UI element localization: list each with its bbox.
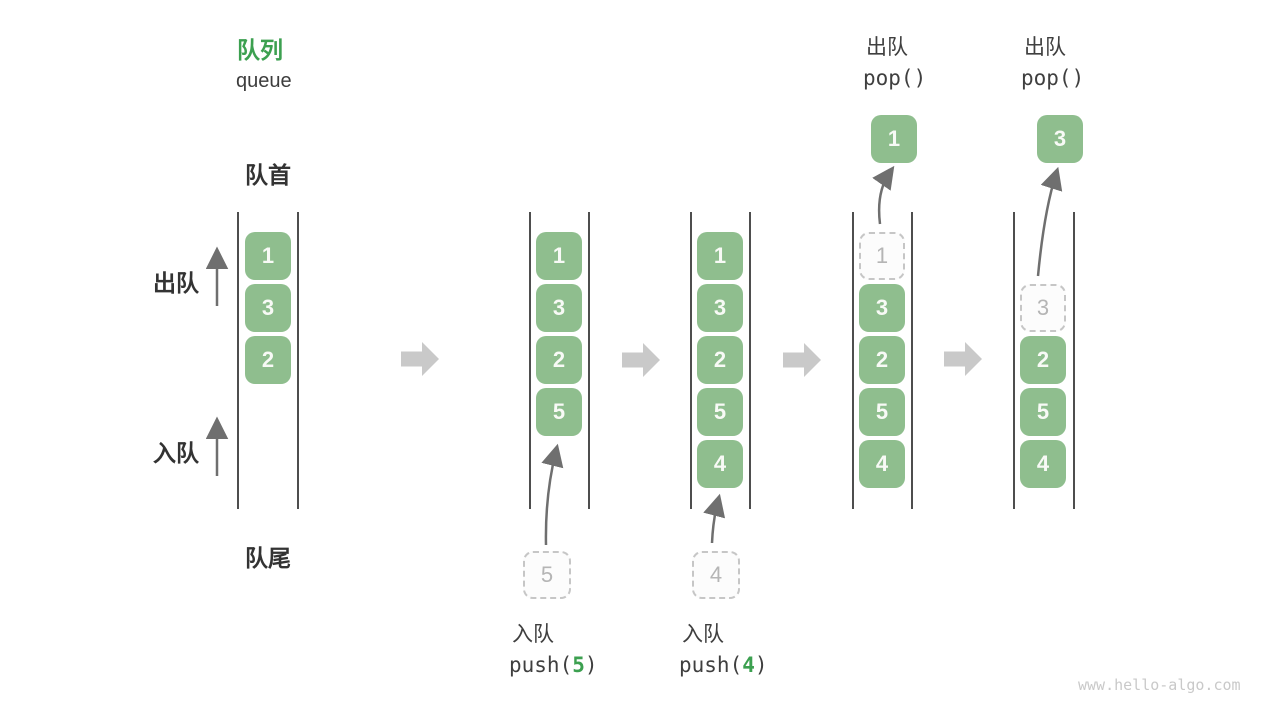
queue-item-ghost: 1	[859, 232, 905, 280]
queue-rail	[690, 212, 692, 509]
push-op-label: 入队	[682, 623, 724, 646]
push-arrow	[703, 493, 726, 544]
queue-rail	[237, 212, 239, 509]
queue-item: 3	[536, 284, 582, 332]
pop-op-code: pop()	[1021, 66, 1085, 90]
queue-item: 5	[536, 388, 582, 436]
queue-item: 1	[697, 232, 743, 280]
queue-item: 5	[859, 388, 905, 436]
pop-arrow	[1036, 166, 1063, 277]
queue-item: 2	[859, 336, 905, 384]
queue-item: 4	[859, 440, 905, 488]
push-arg: 4	[742, 653, 755, 677]
step-arrow-icon	[622, 343, 660, 377]
enqueue-item-ghost: 5	[523, 551, 571, 599]
queue-item: 3	[697, 284, 743, 332]
push-op-code: push(4)	[679, 653, 768, 677]
queue-front-label: 队首	[245, 162, 291, 188]
push-close: )	[754, 653, 768, 677]
pop-op-code: pop()	[863, 66, 927, 90]
queue-rail	[911, 212, 913, 509]
push-op-label: 入队	[512, 623, 554, 646]
queue-item: 4	[1020, 440, 1066, 488]
queue-item: 2	[1020, 336, 1066, 384]
queue-item: 3	[245, 284, 291, 332]
popped-item: 1	[871, 115, 917, 163]
queue-rail	[529, 212, 531, 509]
push-fn: push(	[509, 653, 573, 677]
queue-item: 5	[697, 388, 743, 436]
queue-item: 2	[697, 336, 743, 384]
diagram-title-zh: 队列	[237, 37, 283, 63]
step-arrow-icon	[783, 343, 821, 377]
queue-item: 5	[1020, 388, 1066, 436]
push-arrow	[541, 443, 564, 546]
queue-item: 2	[536, 336, 582, 384]
queue-rear-label: 队尾	[245, 545, 291, 571]
diagram-title-en: queue	[236, 70, 292, 92]
queue-item-ghost: 3	[1020, 284, 1066, 332]
queue-item: 3	[859, 284, 905, 332]
push-fn: push(	[679, 653, 743, 677]
queue-item: 1	[536, 232, 582, 280]
queue-rail	[1073, 212, 1075, 509]
queue-rail	[297, 212, 299, 509]
popped-item: 3	[1037, 115, 1083, 163]
push-op-code: push(5)	[509, 653, 598, 677]
pop-op-label: 出队	[866, 36, 908, 59]
queue-rail	[1013, 212, 1015, 509]
pop-arrow	[872, 165, 895, 225]
queue-item: 4	[697, 440, 743, 488]
step-arrow-icon	[944, 342, 982, 376]
enqueue-side-label: 入队	[153, 440, 199, 466]
step-arrow-icon	[401, 342, 439, 376]
watermark: www.hello-algo.com	[1078, 676, 1241, 694]
push-arg: 5	[572, 653, 585, 677]
queue-item: 1	[245, 232, 291, 280]
queue-item: 2	[245, 336, 291, 384]
queue-rail	[749, 212, 751, 509]
push-close: )	[584, 653, 598, 677]
pop-op-label: 出队	[1024, 36, 1066, 59]
dequeue-side-label: 出队	[153, 270, 199, 296]
enqueue-item-ghost: 4	[692, 551, 740, 599]
queue-rail	[588, 212, 590, 509]
queue-rail	[852, 212, 854, 509]
